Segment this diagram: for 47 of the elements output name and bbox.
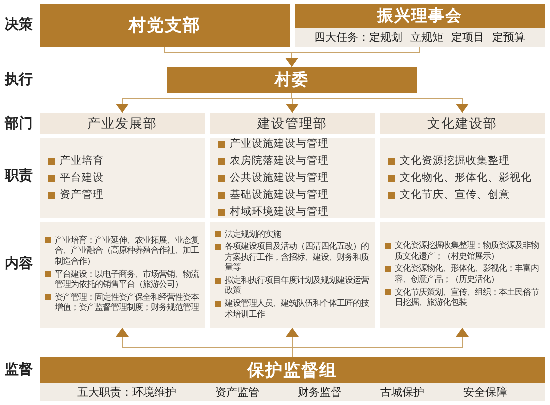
title-box: 村党支部 bbox=[40, 4, 290, 47]
duty-item: 文化节庆、宣传、创意 bbox=[400, 188, 510, 202]
column-header: 产业发展部 bbox=[40, 113, 205, 134]
content-panel bbox=[210, 222, 375, 328]
row-label: 内容 bbox=[4, 255, 34, 273]
connector-arrow bbox=[292, 328, 469, 358]
duty-panel bbox=[380, 138, 545, 218]
row-label: 部门 bbox=[4, 115, 34, 133]
panel-subtitle: 四大任务：定规划 立规矩 定项目 定预算 bbox=[314, 30, 526, 45]
titled-panel bbox=[40, 357, 545, 401]
panel-title: 保护监督组 bbox=[40, 357, 545, 383]
content-text: 建设管理人员、建筑队伍和个体工匠的技术培训工作 bbox=[225, 298, 370, 319]
connector-arrow bbox=[286, 46, 420, 68]
connector-arrow bbox=[292, 92, 469, 114]
title-box: 村委 bbox=[167, 67, 417, 93]
content-panel bbox=[380, 222, 545, 328]
duty-item: 资产管理 bbox=[60, 188, 104, 202]
content-text: 产业培育：产业延伸、农业拓展、业态复合、产业融合（高原种养殖合作社、加工制造合作） bbox=[55, 234, 200, 266]
duty-panel bbox=[40, 138, 205, 218]
content-panel bbox=[40, 222, 205, 328]
column-header: 文化建设部 bbox=[380, 113, 545, 134]
duty-item: 村域环境建设与管理 bbox=[230, 205, 329, 219]
column-header: 建设管理部 bbox=[210, 113, 375, 134]
content-text: 资产管理：固定性资产保全和经营性资本增值；资产监督管理制度；财务规范管理 bbox=[55, 292, 200, 312]
duty-item: 产业设施建设与管理 bbox=[230, 137, 329, 151]
row-label: 决策 bbox=[4, 16, 34, 34]
duty-panel bbox=[210, 138, 375, 218]
duty-item: 公共设施建设与管理 bbox=[230, 171, 329, 185]
titled-panel bbox=[295, 4, 545, 47]
panel-subtitle: 五大职责：环境维护 资产监管 财务监督 古城保护 安全保障 bbox=[78, 384, 508, 400]
content-text: 文化资源物化、形体化、影视化：丰富内容、创意产品；（历史活化） bbox=[395, 263, 540, 284]
panel-title: 振兴理事会 bbox=[295, 4, 545, 28]
content-text: 各项建设项目及活动（四清四化五改）的方案执行工作，含招标、建设、财务和质量等 bbox=[225, 241, 370, 272]
duty-item: 基础设施建设与管理 bbox=[230, 188, 329, 202]
duty-item: 产业培育 bbox=[60, 154, 104, 168]
duty-item: 平台建设 bbox=[60, 171, 104, 185]
duty-item: 农房院落建设与管理 bbox=[230, 154, 329, 168]
duty-item: 文化资源挖掘收集整理 bbox=[400, 154, 510, 168]
content-text: 文化节庆策划、宣传、组织：本土民俗节日挖掘、旅游化包装 bbox=[395, 286, 540, 308]
duty-item: 文化物化、形体化、影视化 bbox=[400, 171, 532, 185]
content-text: 法定规划的实施 bbox=[225, 228, 282, 239]
row-label: 执行 bbox=[4, 71, 34, 89]
content-text: 拟定和执行项目年度计划及规划建设运营政策 bbox=[225, 275, 370, 296]
row-label: 监督 bbox=[4, 361, 34, 379]
content-text: 文化资源挖掘收集整理：物质资源及非物质文化遗产；（村史馆展示） bbox=[395, 240, 540, 261]
row-label: 职责 bbox=[4, 167, 34, 185]
content-text: 平台建设：以电子商务、市场营销、物流管理为依托的销售平台（旅游公司） bbox=[55, 268, 200, 290]
